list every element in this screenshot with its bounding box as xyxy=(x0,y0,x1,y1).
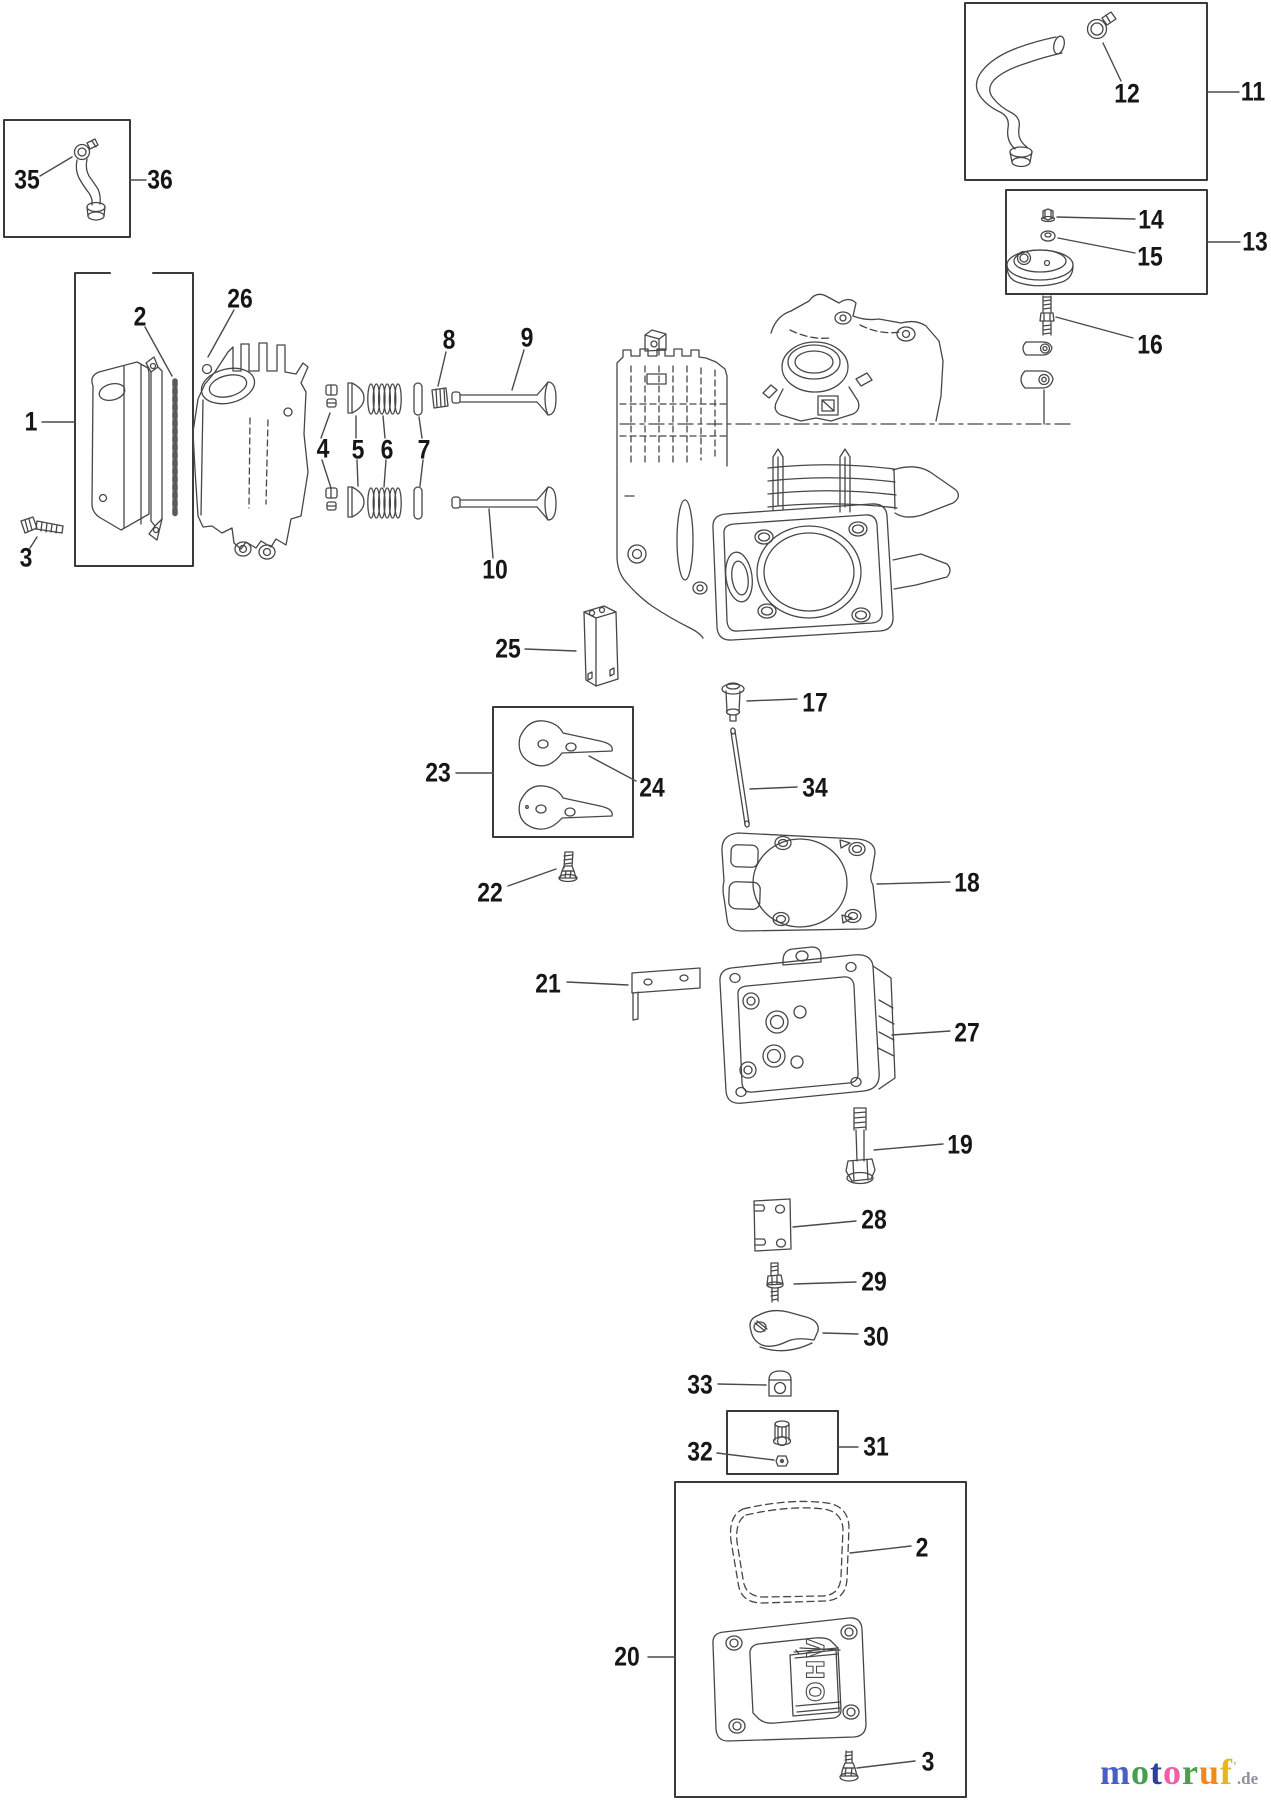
callout-10: 10 xyxy=(482,554,508,585)
callout-boxes xyxy=(3,2,1208,1798)
callout-30: 30 xyxy=(863,1321,889,1352)
watermark-letter: r xyxy=(1182,1752,1199,1792)
watermark-letter: o xyxy=(1131,1752,1150,1792)
nut-14-drawing xyxy=(1040,208,1056,223)
breather-hose-11-drawing xyxy=(975,35,1065,168)
callout-25: 25 xyxy=(495,633,521,664)
head-gasket-18-drawing xyxy=(721,832,877,932)
washer-15-drawing xyxy=(1040,230,1056,242)
callout-34: 34 xyxy=(802,772,828,803)
watermark-letter: f xyxy=(1220,1752,1234,1792)
callout-3b: 3 xyxy=(921,1746,935,1777)
callout-27: 27 xyxy=(954,1017,980,1048)
crankcase-drawing xyxy=(616,293,1071,641)
bolt-3b-drawing xyxy=(839,1750,859,1782)
callout-15: 15 xyxy=(1137,241,1163,272)
box-13 xyxy=(1005,189,1208,295)
valve-stem-seal-8-drawing xyxy=(431,387,449,409)
breather-plate-26-drawing xyxy=(192,342,309,560)
callout-14: 14 xyxy=(1138,204,1164,235)
callout-6: 6 xyxy=(380,434,394,465)
callout-2a: 2 xyxy=(133,301,147,332)
callout-3a: 3 xyxy=(19,542,33,573)
callout-20: 20 xyxy=(614,1641,640,1672)
hose-clamp-12-drawing xyxy=(1086,11,1117,40)
callout-21: 21 xyxy=(535,968,561,999)
callout-31: 31 xyxy=(863,1431,889,1462)
watermark-letter: u xyxy=(1198,1752,1221,1792)
rocker-arms-24-drawing xyxy=(518,720,613,830)
solenoid-25-drawing xyxy=(583,605,619,687)
callout-16: 16 xyxy=(1137,329,1163,360)
box-11 xyxy=(964,2,1208,181)
box-31 xyxy=(726,1410,839,1475)
callout-13: 13 xyxy=(1242,226,1268,257)
head-bolt-19-drawing xyxy=(845,1107,876,1185)
valve-springs-6-drawing xyxy=(367,383,402,519)
callout-22: 22 xyxy=(477,877,503,908)
callout-2b: 2 xyxy=(915,1532,929,1563)
callout-4: 4 xyxy=(316,433,330,464)
nut-32-drawing xyxy=(775,1455,789,1467)
intake-valve-9-drawing xyxy=(451,381,557,416)
watermark-letter: t xyxy=(1150,1752,1163,1792)
callout-17: 17 xyxy=(802,687,828,718)
watermark-letter: m xyxy=(1100,1752,1131,1792)
spring-retainers-5-drawing xyxy=(347,382,365,518)
callout-28: 28 xyxy=(861,1204,887,1235)
bolt-3a-drawing xyxy=(20,516,64,534)
callout-7: 7 xyxy=(417,434,431,465)
oil-tube-35-drawing xyxy=(73,138,106,221)
callout-9: 9 xyxy=(520,322,534,353)
cylinder-head-27-drawing xyxy=(719,946,896,1104)
valve-cover-1-drawing xyxy=(91,356,163,541)
box-36 xyxy=(3,119,131,238)
watermark-suffix: .de xyxy=(1236,1769,1259,1788)
baffle-plate-28-drawing xyxy=(753,1198,792,1252)
cover-plate-13-drawing xyxy=(1006,249,1074,287)
box-23 xyxy=(492,706,634,838)
watermark-letter: o xyxy=(1163,1752,1182,1792)
push-rod-34-drawing xyxy=(730,727,750,828)
callout-5: 5 xyxy=(351,434,365,465)
retainer-30-drawing xyxy=(749,1309,819,1352)
callout-23: 23 xyxy=(425,757,451,788)
bracket-21-drawing xyxy=(631,967,701,1021)
callout-32: 32 xyxy=(687,1436,713,1467)
callout-19: 19 xyxy=(947,1129,973,1160)
callout-1: 1 xyxy=(24,406,38,437)
watermark-logo: motoruf'.de xyxy=(1100,1754,1258,1790)
callout-12: 12 xyxy=(1114,78,1140,109)
cap-33-drawing xyxy=(768,1370,792,1397)
box-1 xyxy=(74,272,194,567)
callout-24: 24 xyxy=(639,772,665,803)
callout-26: 26 xyxy=(227,283,253,314)
callout-36: 36 xyxy=(147,164,173,195)
callout-33: 33 xyxy=(687,1369,713,1400)
leader-lines xyxy=(29,42,1241,1769)
cover-gasket-2b-drawing xyxy=(729,1500,850,1604)
breather-bolt-17-drawing xyxy=(721,682,745,722)
stud-16-drawing xyxy=(1020,295,1055,425)
box-20 xyxy=(674,1481,967,1798)
callout-11: 11 xyxy=(1240,76,1266,107)
valve-cover-20-drawing: OHV xyxy=(712,1617,867,1742)
watermark-tick: ' xyxy=(1233,1760,1237,1775)
valve-keepers-4-drawing xyxy=(325,384,338,511)
exhaust-valve-10-drawing xyxy=(451,486,557,521)
callout-29: 29 xyxy=(861,1266,887,1297)
ohv-cover-text: OHV xyxy=(802,1637,830,1702)
callout-35: 35 xyxy=(14,164,40,195)
spring-seats-7-drawing xyxy=(413,382,423,520)
callout-8: 8 xyxy=(442,324,456,355)
filter-31-drawing xyxy=(772,1420,792,1447)
stud-29-drawing xyxy=(766,1262,784,1303)
screw-22-drawing xyxy=(558,851,578,883)
callout-18: 18 xyxy=(954,867,980,898)
